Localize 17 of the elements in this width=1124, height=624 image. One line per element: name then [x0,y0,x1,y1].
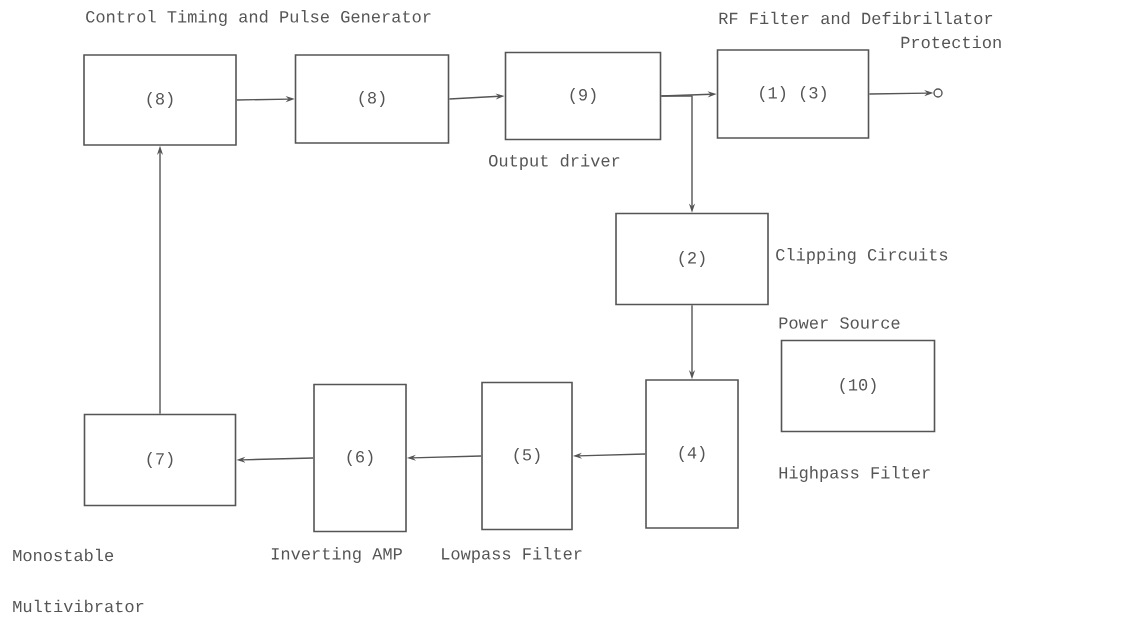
block-box: (9) [504,51,662,141]
block-box: (7) [83,413,237,507]
block-box: (1) (3) [716,49,870,139]
block-label: Multivibrator [13,599,144,613]
block-box: (8) [83,54,237,146]
block-box: (10) [780,339,936,433]
block-box: (4) [645,379,739,529]
block-label: Highpass Filter [779,466,930,482]
block-box: (2) [615,212,769,306]
block-box: (6) [313,383,407,533]
block-label: RF Filter and Defibrillator [719,11,993,25]
block-label: Protection [901,35,1001,49]
block-label: Lowpass Filter [442,547,582,563]
block-box: (5) [481,381,573,531]
block-label: Control Timing and Pulse Generator [86,10,431,26]
block-label: Power Source [779,317,900,329]
block-box: (8) [294,54,450,144]
